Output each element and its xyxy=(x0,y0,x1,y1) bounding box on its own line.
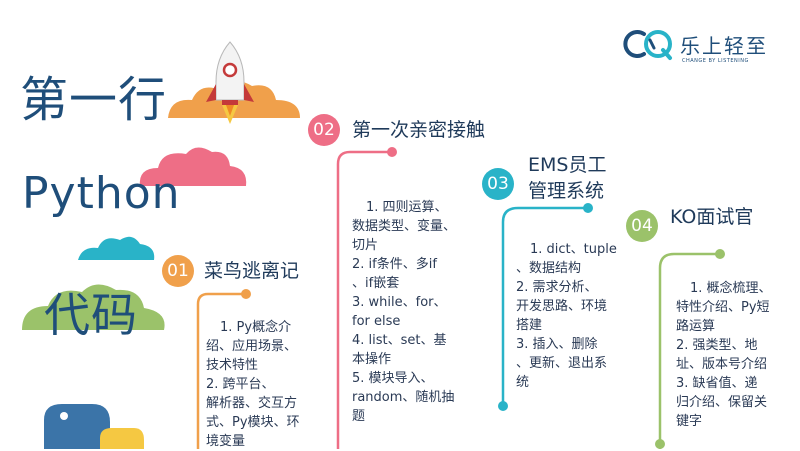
section-02-number: 02 xyxy=(308,114,340,146)
logo-tagline: CHANGE BY LISTENING xyxy=(682,58,749,64)
rocket-icon xyxy=(206,41,254,124)
section-04-body: 1. 概念梳理、 特性介绍、Py短 路运算 2. 强类型、地 址、版本号介绍 3… xyxy=(676,281,772,429)
decor-left xyxy=(22,41,300,449)
section-03-body: 1. dict、tuple 、数据结构 2. 需求分析、 开发思路、环境 搭建 … xyxy=(516,242,617,390)
title-line-3: 代码 xyxy=(44,288,138,342)
section-01-body: 1. Py概念介 绍、应用场景、 技术特性 2. 跨平台、 解析器、交互方 式、… xyxy=(206,320,300,449)
section-02-title: 第一次亲密接触 xyxy=(352,119,486,141)
section-04-title: KO面试官 xyxy=(670,206,754,228)
section-04-number: 04 xyxy=(626,210,658,242)
section-02-body: 1. 四则运算、 数据类型、变量、 切片 2. if条件、多if 、if嵌套 3… xyxy=(352,200,457,424)
title-line-2: Python xyxy=(22,168,181,219)
python-logo-icon xyxy=(44,404,144,449)
section-01-number: 01 xyxy=(162,255,194,287)
teal-cloud-icon xyxy=(78,236,155,260)
logo-name: 乐上轻至 xyxy=(680,34,768,58)
section-03-title-line1: EMS员工 xyxy=(528,154,607,176)
green-cloud-icon xyxy=(22,284,165,330)
section-03-title-line2: 管理系统 xyxy=(528,180,605,202)
pink-cloud-icon xyxy=(139,147,247,186)
section-03-number: 03 xyxy=(482,168,514,200)
logo-mark-icon xyxy=(623,30,672,60)
title-line-1: 第一行 xyxy=(20,72,168,128)
section-01-title: 菜鸟逃离记 xyxy=(204,260,300,282)
logo: 乐上轻至 CHANGE BY LISTENING xyxy=(622,26,782,66)
